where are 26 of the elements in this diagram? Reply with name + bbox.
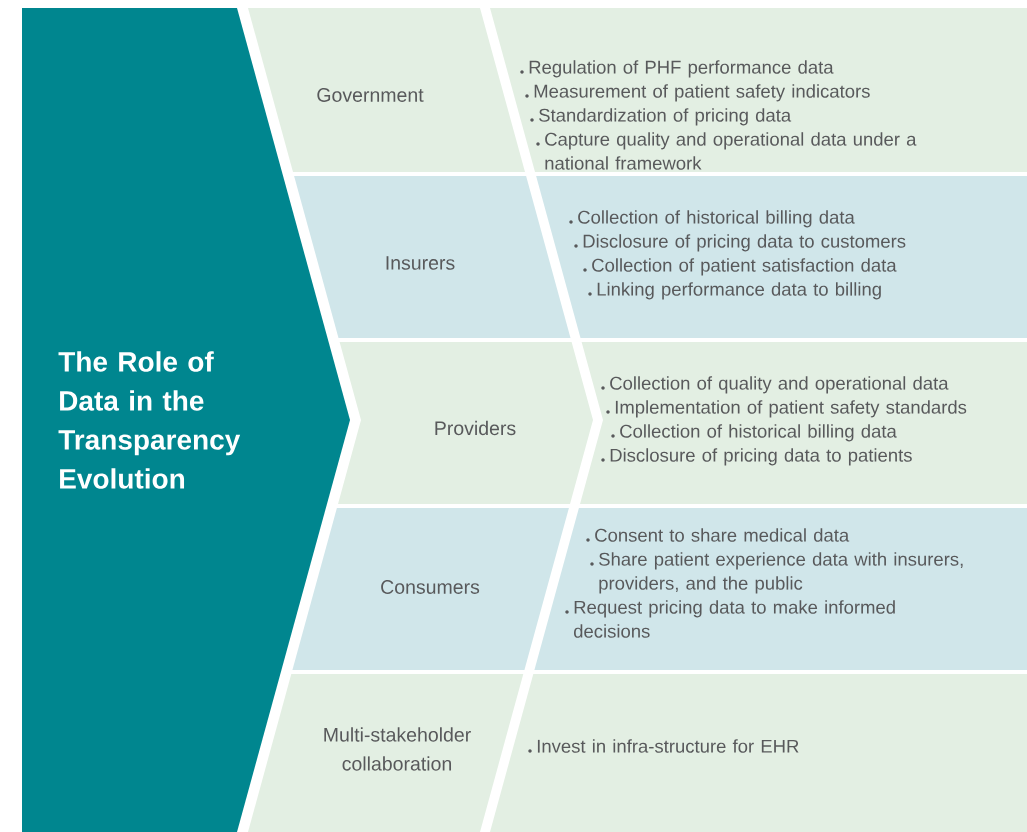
bullet-panel <box>534 508 1027 670</box>
bullet-item: Capture quality and operational data under a national framework <box>536 132 917 170</box>
bullet-item: Linking performance data to billing <box>588 282 881 300</box>
bullet-item: Disclosure of pricing data to customers <box>574 234 906 252</box>
bullet-panel <box>490 8 1027 172</box>
bullet-panel <box>580 342 1027 504</box>
stakeholder-band: Insurers <box>294 176 571 338</box>
bullet-item: Share patient experience data with insurers, providers, and the public <box>590 552 963 594</box>
bullet-item: Measurement of patient safety indicators <box>525 84 870 102</box>
stakeholder-band: Consumers <box>292 508 569 670</box>
bullet-item: Standardization of pricing data <box>530 108 792 126</box>
bullet-item: Collection of patient satisfaction data <box>583 258 897 276</box>
bullet-item: Disclosure of pricing data to patients <box>601 448 912 466</box>
bullet-item: Implementation of patient safety standards <box>606 400 967 418</box>
node-label: Consumers <box>381 580 480 594</box>
bullet-panel <box>536 176 1027 338</box>
bullet-panel <box>490 674 1027 832</box>
node-label: Insurers <box>386 256 455 270</box>
bullet-item: Collection of quality and operational data <box>601 376 949 394</box>
bullet-item: Collection of historical billing data <box>569 210 855 228</box>
stakeholder-band: Government <box>248 8 525 172</box>
bullet-item: Invest in infra-structure for EHR <box>528 739 799 753</box>
bullet-item: Collection of historical billing data <box>611 424 897 442</box>
bullet-item: Consent to share medical data <box>586 528 850 542</box>
stakeholder-band: Multi-stakeholder collaboration <box>248 674 524 832</box>
stakeholder-band: Providers <box>338 342 593 504</box>
